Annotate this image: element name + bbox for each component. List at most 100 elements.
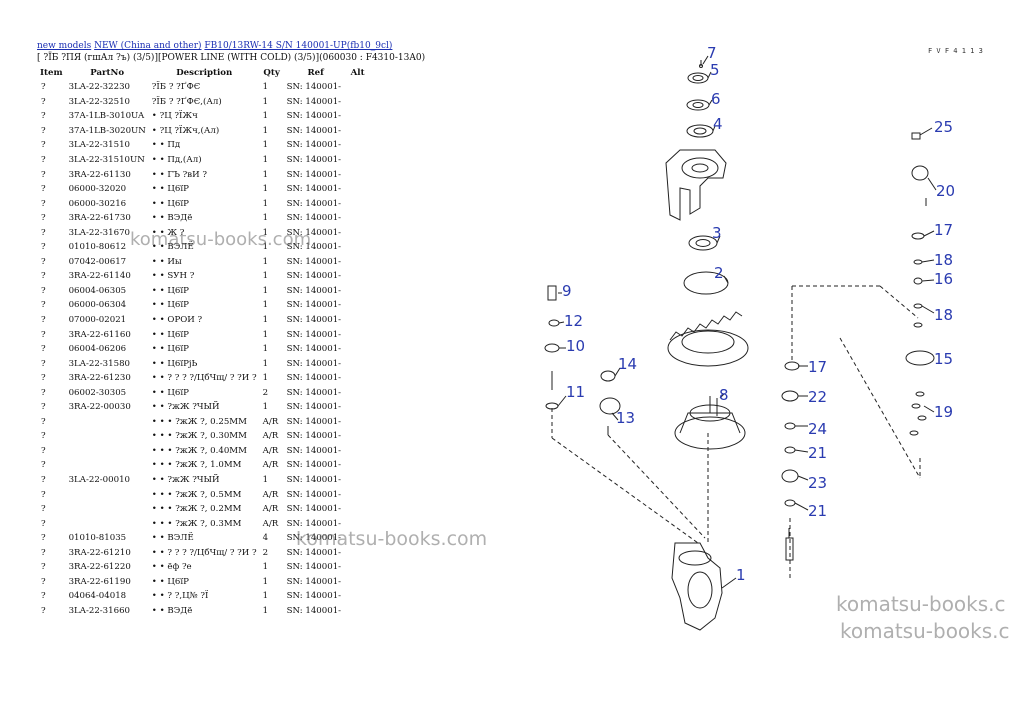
description-cell: • • Ж ? bbox=[151, 227, 185, 238]
part-20-gear bbox=[911, 165, 929, 181]
ref-cell: SN: 140001- bbox=[286, 489, 342, 500]
qty-cell: 1 bbox=[262, 344, 269, 355]
item-cell: ? bbox=[41, 504, 46, 515]
ref-cell: SN: 140001- bbox=[286, 562, 342, 573]
alt-cell bbox=[348, 356, 368, 371]
callout-leaders bbox=[557, 55, 937, 589]
description-cell: • • • ?жЖ ?, 1.0MM bbox=[151, 460, 242, 471]
label-part-3: 3 bbox=[712, 224, 722, 242]
item-cell: ? bbox=[41, 445, 46, 456]
item-cell: ? bbox=[41, 605, 46, 616]
label-part-9: 9 bbox=[562, 282, 572, 300]
description-cell: • • ёф ?е bbox=[151, 562, 192, 573]
ref-cell: SN: 140001- bbox=[286, 96, 342, 107]
ref-cell: SN: 140001- bbox=[286, 242, 342, 253]
partno-cell: 07000-02021 bbox=[68, 315, 127, 326]
ref-cell: SN: 140001- bbox=[286, 416, 342, 427]
breadcrumb-link-model[interactable]: FB10/13RW-14 S/N 140001-UP(fb10_9cl) bbox=[204, 41, 393, 51]
part-15-bracket bbox=[905, 350, 935, 366]
description-cell: • • Ц6їР bbox=[151, 576, 189, 587]
alt-cell bbox=[348, 225, 368, 240]
partno-cell: 3RA-22-61220 bbox=[68, 562, 131, 573]
label-part-1: 1 bbox=[736, 566, 746, 584]
part-21-clip bbox=[784, 446, 796, 454]
label-part-7: 7 bbox=[707, 44, 717, 62]
qty-cell: 1 bbox=[262, 227, 269, 238]
description-cell: • • Ц6їР bbox=[151, 329, 189, 340]
part-17-ring bbox=[911, 232, 925, 240]
ref-cell: SN: 140001- bbox=[286, 373, 342, 384]
description-cell: • • ?жЖ ?ЧЫЙ bbox=[151, 402, 220, 413]
label-part-24: 24 bbox=[808, 420, 827, 438]
ref-cell: SN: 140001- bbox=[286, 533, 342, 544]
item-cell: ? bbox=[41, 140, 46, 151]
alt-cell bbox=[348, 327, 368, 342]
item-cell: ? bbox=[41, 315, 46, 326]
alt-cell bbox=[348, 487, 368, 502]
description-cell: • • • ?жЖ ?, 0.2MM bbox=[151, 504, 242, 515]
alt-cell bbox=[348, 80, 368, 95]
ref-cell: SN: 140001- bbox=[286, 402, 342, 413]
ref-cell: SN: 140001- bbox=[286, 285, 342, 296]
item-cell: ? bbox=[41, 562, 46, 573]
qty-cell: 2 bbox=[262, 547, 269, 558]
qty-cell: 2 bbox=[262, 387, 269, 398]
part-gear-ring bbox=[667, 311, 749, 367]
description-cell: • • Пд,(Ал) bbox=[151, 155, 202, 165]
description-cell: • ?Ц ?ÏЖч bbox=[151, 111, 198, 122]
alt-cell bbox=[348, 153, 368, 168]
description-cell: ?ÏБ ? ?ҐФЄ bbox=[151, 82, 201, 93]
item-cell: ? bbox=[41, 285, 46, 296]
ref-cell: SN: 140001- bbox=[286, 576, 342, 587]
ref-cell: SN: 140001- bbox=[286, 329, 342, 340]
ref-cell: SN: 140001- bbox=[286, 344, 342, 355]
qty-cell: 1 bbox=[262, 576, 269, 587]
description-cell: • • ? ? ? ?/ЦбЧщ/ ? ?И ? bbox=[151, 547, 257, 558]
partno-cell: 3RA-22-61210 bbox=[68, 547, 131, 558]
alt-cell bbox=[348, 284, 368, 299]
breadcrumb-link-region[interactable]: NEW (China and other) bbox=[94, 41, 202, 51]
label-part-5: 5 bbox=[710, 61, 720, 79]
column-header-qty: Qty bbox=[263, 67, 280, 78]
breadcrumb-link-new-models[interactable]: new models bbox=[37, 41, 92, 51]
ref-cell: SN: 140001- bbox=[286, 460, 342, 471]
description-cell: • • Ц6їР bbox=[151, 285, 189, 296]
label-part-25: 25 bbox=[934, 118, 953, 136]
alt-cell bbox=[348, 502, 368, 517]
ref-cell: SN: 140001- bbox=[286, 475, 342, 486]
label-part-17b: 17 bbox=[808, 358, 827, 376]
item-cell: ? bbox=[41, 329, 46, 340]
alt-cell bbox=[348, 371, 368, 386]
ref-cell: SN: 140001- bbox=[286, 155, 342, 165]
ref-cell: SN: 140001- bbox=[286, 445, 342, 456]
partno-cell bbox=[66, 415, 149, 430]
description-cell: • • • ?жЖ ?, 0.40MM bbox=[151, 445, 247, 456]
part-14-bushing bbox=[600, 370, 616, 382]
partno-cell: 3LA-22-31660 bbox=[68, 605, 131, 616]
label-part-17: 17 bbox=[934, 221, 953, 239]
description-cell: • • ВЭЛЁ bbox=[151, 242, 194, 253]
qty-cell: 1 bbox=[262, 373, 269, 384]
part-25-bolt bbox=[911, 132, 921, 140]
description-cell: • • ВЭЛЁ bbox=[151, 533, 194, 544]
column-header-item: Item bbox=[40, 67, 63, 78]
partno-cell: 3RA-22-61190 bbox=[68, 576, 131, 587]
qty-cell: 1 bbox=[262, 111, 269, 122]
label-part-21b: 21 bbox=[808, 502, 827, 520]
part-22-bushing bbox=[781, 390, 799, 402]
item-cell: ? bbox=[41, 431, 46, 442]
item-cell: ? bbox=[41, 300, 46, 311]
part-23-bushing bbox=[781, 469, 799, 483]
qty-cell: 1 bbox=[262, 256, 269, 267]
qty-cell: A/R bbox=[262, 460, 279, 471]
